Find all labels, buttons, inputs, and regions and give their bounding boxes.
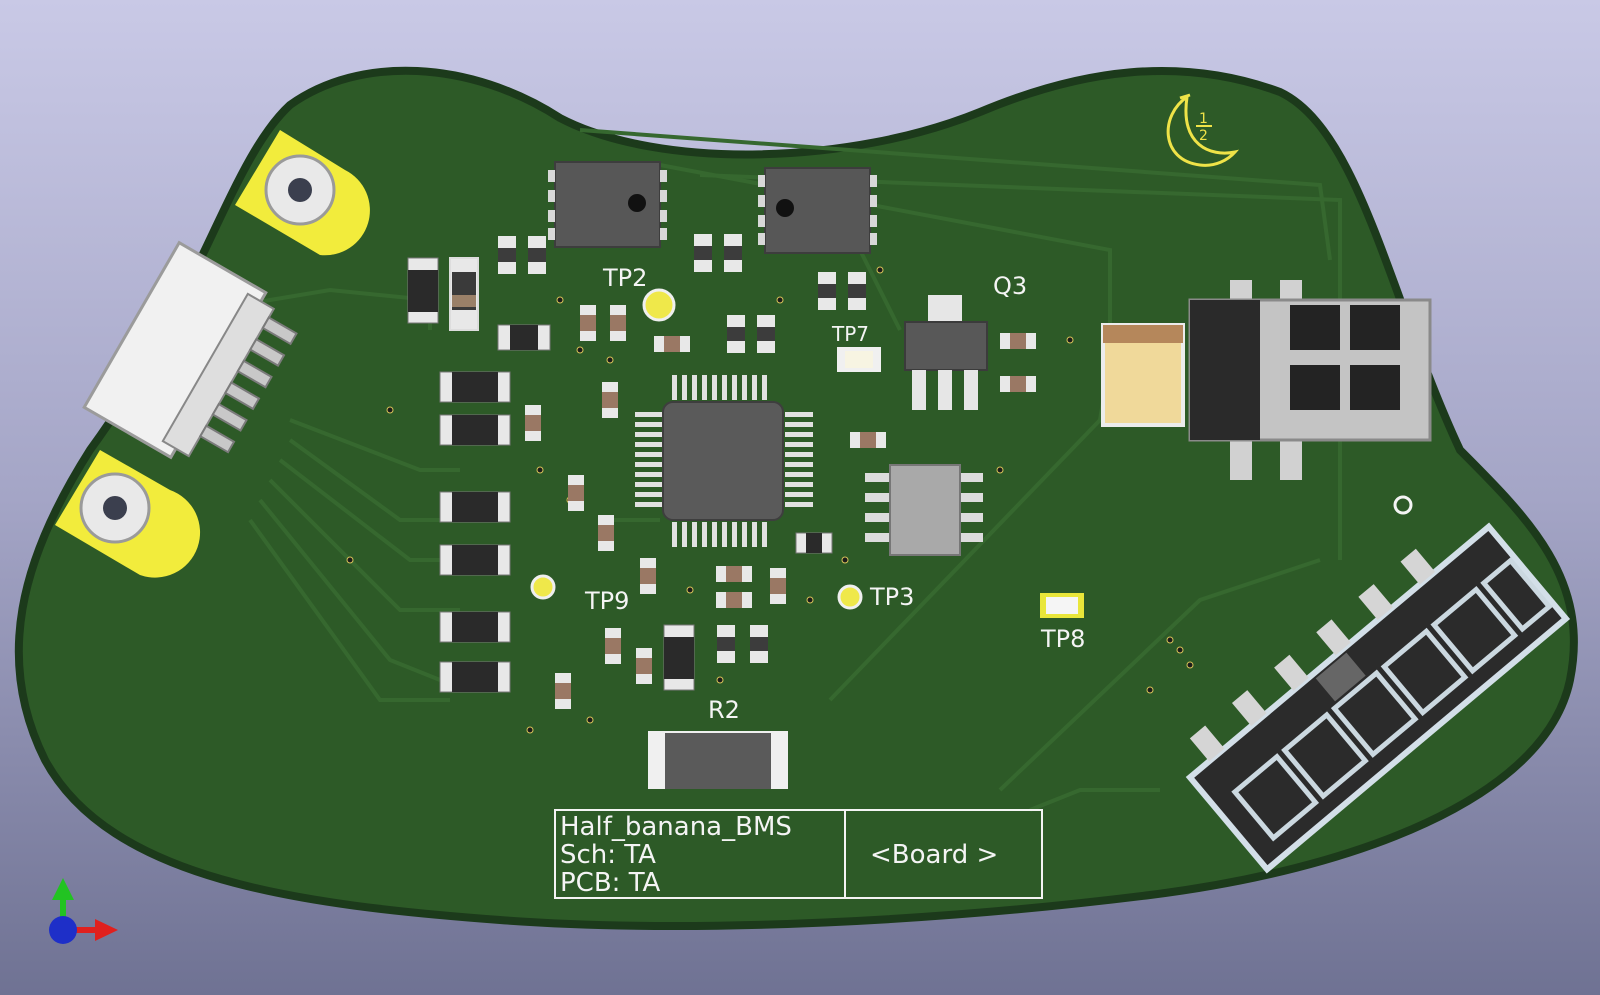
title-block: Half_banana_BMS Sch: TA PCB: TA <Board >	[554, 809, 1043, 899]
test-point-tp7	[837, 347, 881, 372]
label-tp9: TP9	[584, 587, 629, 615]
vias	[346, 266, 1194, 734]
logo-fraction-numerator: 1	[1199, 111, 1208, 127]
test-point-tp2	[642, 288, 676, 322]
resistor-r2	[648, 731, 788, 789]
label-q3: Q3	[993, 272, 1027, 300]
title-board: <Board >	[870, 840, 998, 870]
title-sch: Sch: TA	[560, 840, 656, 870]
label-tp3: TP3	[869, 583, 914, 611]
label-tp8: TP8	[1040, 625, 1085, 653]
banana-icon	[1166, 93, 1240, 167]
label-tp7: TP7	[831, 322, 869, 346]
test-point-tp8	[1040, 593, 1084, 618]
label-tp2: TP2	[602, 264, 647, 292]
test-point-tp3	[837, 584, 863, 610]
ic-soic-top-right	[758, 167, 877, 254]
ic-soic-right	[865, 464, 983, 556]
transistor-q3	[904, 295, 988, 410]
power-connector-right	[1101, 280, 1432, 480]
xyz-axis-icon	[49, 878, 118, 944]
label-r2: R2	[708, 696, 740, 724]
logo-fraction-denominator: 2	[1199, 128, 1208, 144]
mounting-hole-bottom	[55, 450, 201, 578]
balance-connector-bottom-right	[1185, 495, 1571, 874]
side-connector-left	[82, 240, 298, 460]
passive-components	[407, 234, 1036, 709]
mounting-hole-top	[235, 130, 370, 256]
title-project: Half_banana_BMS	[560, 812, 792, 842]
title-pcb: PCB: TA	[560, 868, 661, 898]
ic-soic-top-left	[548, 161, 667, 248]
test-point-tp9	[530, 574, 556, 600]
ic-microcontroller-qfp	[635, 375, 813, 547]
